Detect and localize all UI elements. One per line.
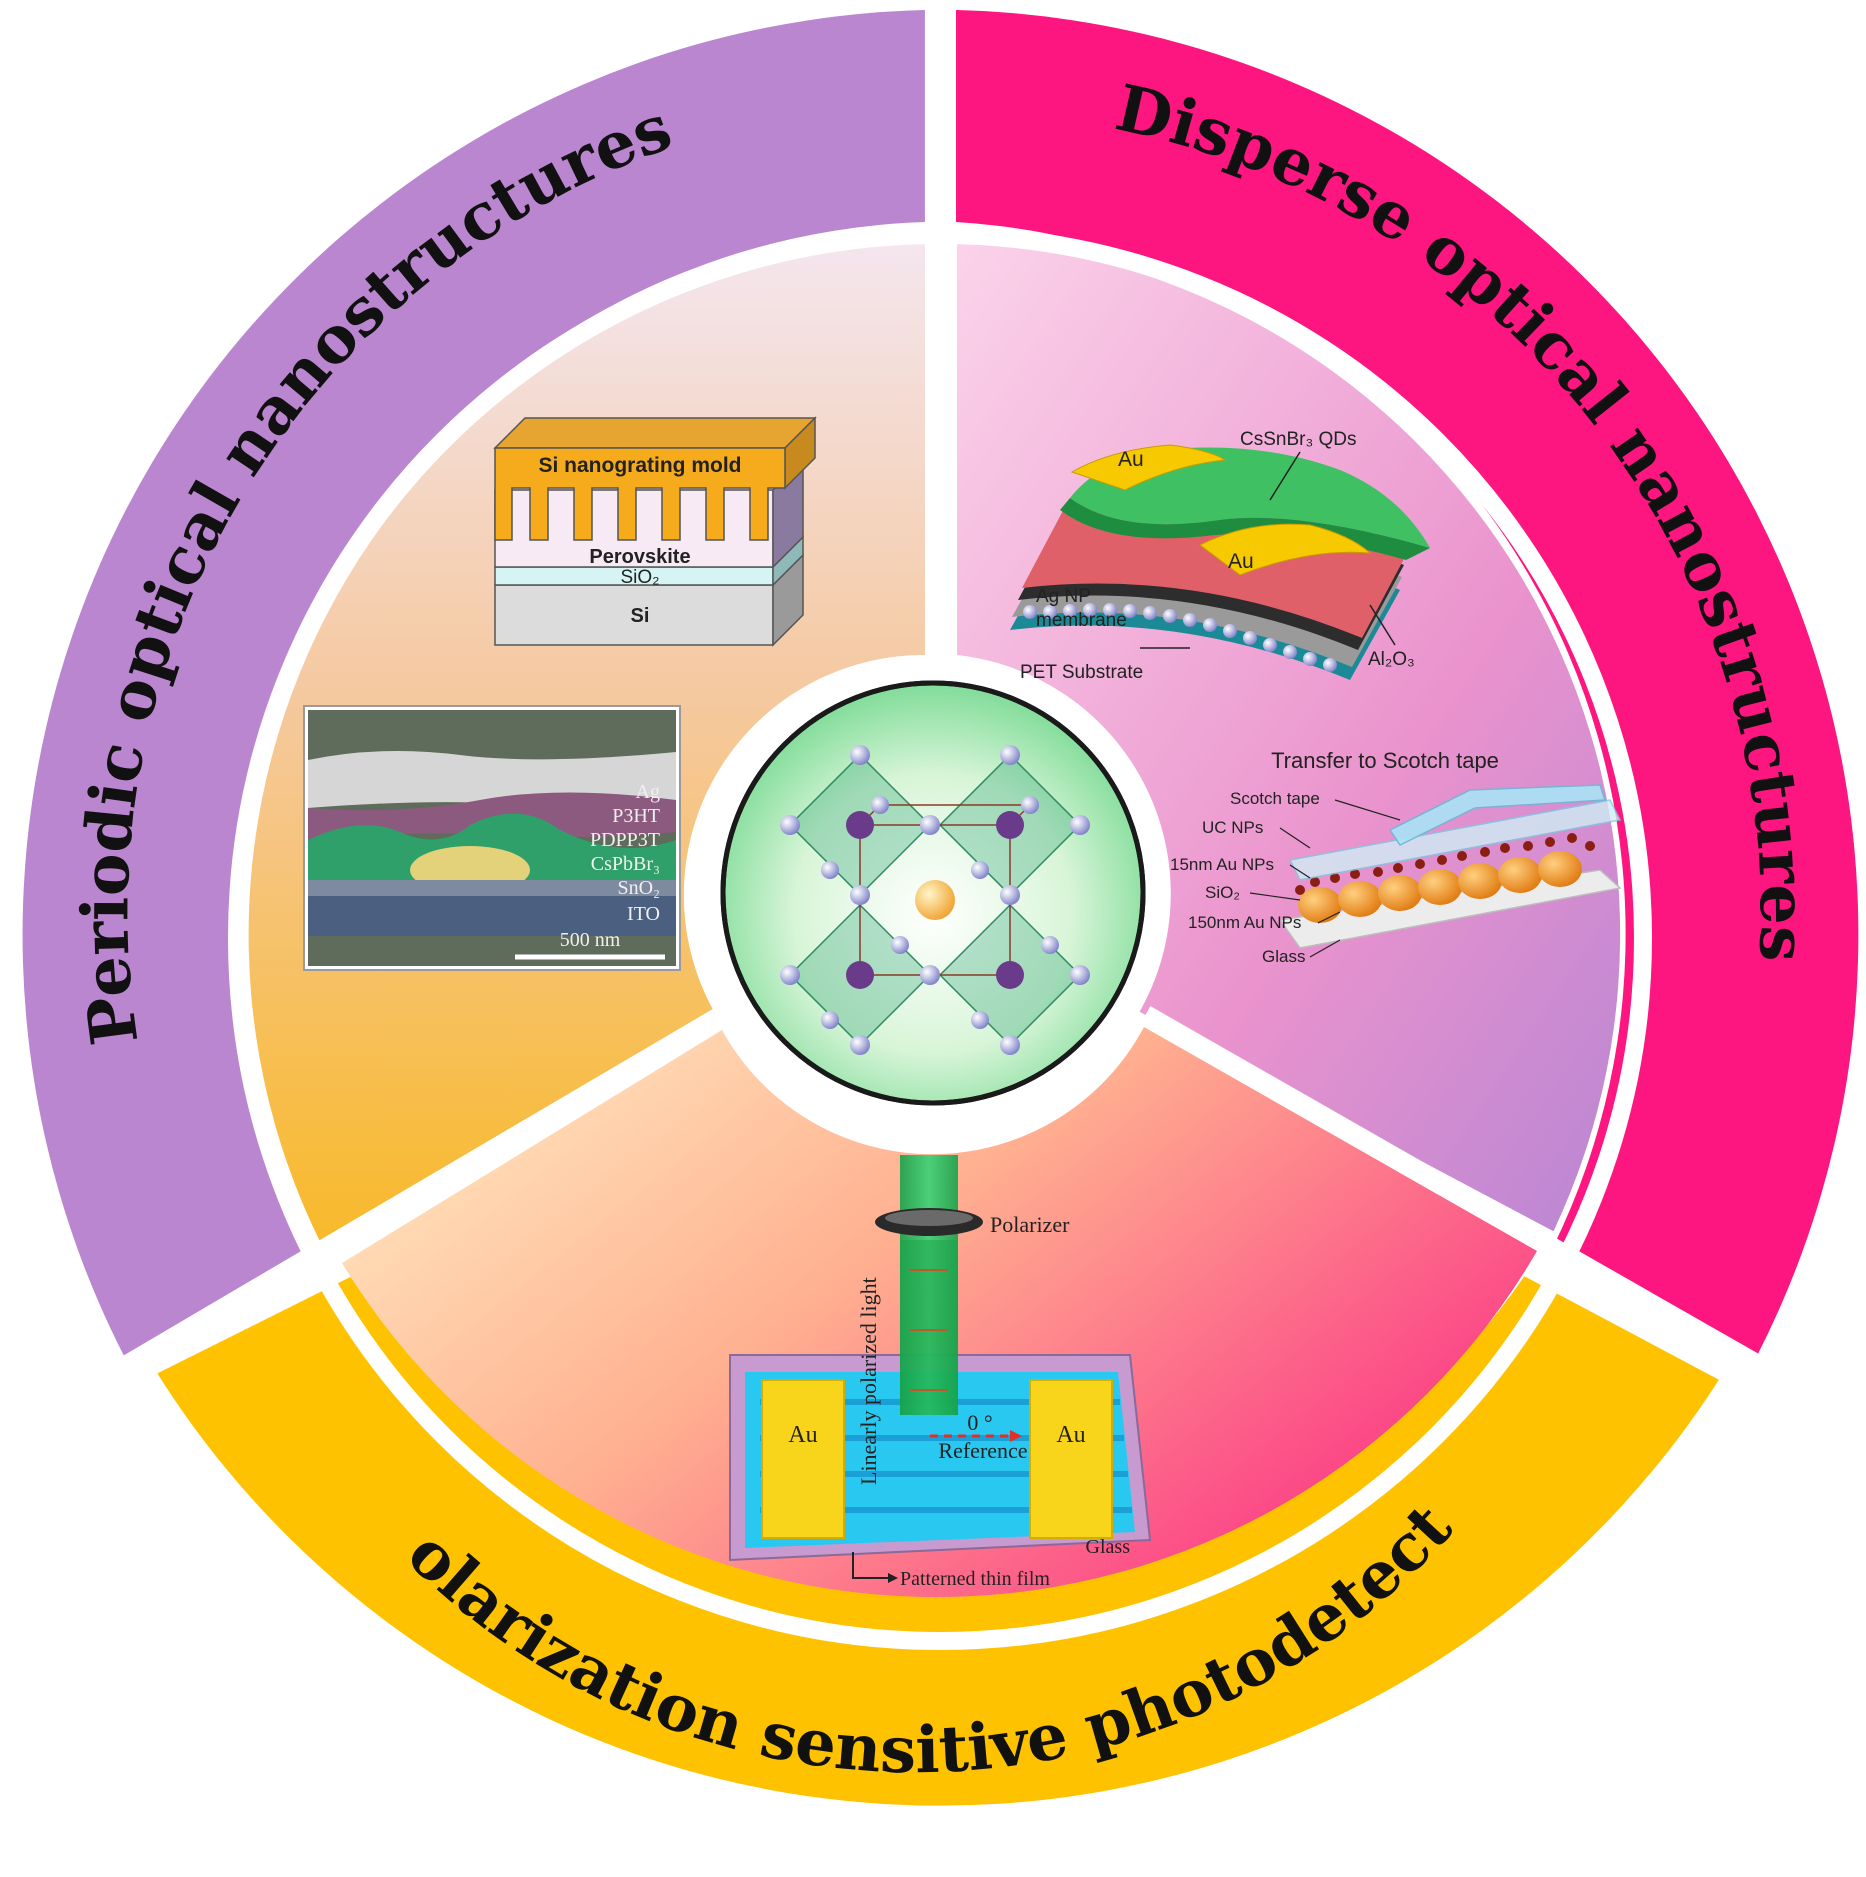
disperse-panel: Au Au CsSnBr₃ QDs Ag NP membrane PET Sub… [1010, 429, 1622, 966]
al2o3-leader [1369, 604, 1396, 646]
sem-label-pdpp3t: PDPP3T [590, 829, 660, 851]
sem-ito-layer [308, 896, 676, 936]
polarization-ring-segment [157, 1276, 1719, 1806]
ag-np-label-line2: membrane [1036, 610, 1127, 631]
b-site-atoms [846, 811, 1024, 989]
sem-p3ht-layer [308, 792, 676, 840]
scotch-leader-150nm [1317, 911, 1341, 924]
periodic-panel: Si nanograting mold Perovskite SiO₂ Si A… [303, 416, 817, 971]
scotch-tape-transfer: Transfer to Scotch tape Scotch tape UC N… [1170, 748, 1622, 966]
ring-gap-arcs [228, 226, 1652, 1650]
al2o3-label: Al₂O₃ [1368, 649, 1415, 670]
si-label: Si [631, 605, 650, 627]
sem-scale-label: 500 nm [560, 929, 621, 951]
x-site-atoms [780, 745, 1090, 1055]
polarization-arrows [910, 1269, 948, 1391]
cssnbr3-label: CsSnBr₃ QDs [1240, 429, 1356, 450]
scotch-leader-uc [1279, 827, 1311, 849]
sio2-label: SiO₂ [620, 567, 659, 588]
beam-lower [900, 1240, 958, 1415]
au-label-bottom: Au [1228, 550, 1254, 573]
sem-sno2-layer [308, 880, 676, 896]
scotch-label-15nm: 15nm Au NPs [1170, 855, 1274, 874]
sem-label-p3ht: P3HT [612, 805, 660, 827]
perovskite-label: Perovskite [589, 546, 690, 568]
polarizer-glass [885, 1210, 973, 1226]
scotch-label-150nm: 150nm Au NPs [1188, 913, 1301, 932]
scotch-label-uc: UC NPs [1202, 818, 1263, 837]
center-outline [720, 680, 1146, 1106]
ag-np-spheres [1023, 603, 1337, 672]
polarization-panel: Au Au Polarizer 0 ° Reference Linearly p… [729, 1155, 1152, 1590]
pet-label: PET Substrate [1020, 662, 1143, 683]
a-site-cation [915, 880, 955, 920]
linear-light-label: Linearly polarized light [856, 1277, 881, 1485]
reference-label: Reference [938, 1438, 1027, 1463]
sem-label-cspbbr3: CsPbBr₃ [591, 853, 660, 875]
polarizer-label: Polarizer [990, 1212, 1070, 1237]
perovskite-crystal-structure [780, 745, 1090, 1055]
flexible-photodetector-device: Au Au CsSnBr₃ QDs Ag NP membrane PET Sub… [1010, 429, 1430, 683]
sem-cross-section: Ag P3HT PDPP3T CsPbBr₃ SnO₂ ITO 500 nm [303, 705, 681, 971]
sector-dividers [115, 0, 1765, 1376]
film-leader-arrowhead [888, 1573, 898, 1583]
glass-label: Glass [1086, 1536, 1131, 1558]
scotch-label-glass: Glass [1262, 947, 1305, 966]
au-electrode-right [1029, 1379, 1113, 1539]
sem-label-ito: ITO [627, 903, 660, 925]
mold-label: Si nanograting mold [539, 454, 742, 477]
scotch-leader-15nm [1289, 864, 1311, 879]
au-electrode-bottom [1199, 523, 1372, 576]
scotch-leader-tape [1334, 799, 1401, 821]
gold-nanoparticle-row [1298, 851, 1582, 923]
angle-label: 0 ° [967, 1410, 992, 1435]
film-label: Patterned thin film [900, 1568, 1050, 1590]
mold-teeth [494, 447, 786, 541]
au-electrode-left [761, 1379, 845, 1539]
reference-arrowhead [1010, 1430, 1022, 1442]
au-electrode-top [1070, 444, 1227, 491]
scotch-title: Transfer to Scotch tape [1271, 748, 1499, 773]
sem-label-sno2: SnO₂ [617, 877, 660, 899]
nanograting-mold-device: Si nanograting mold Perovskite SiO₂ Si [493, 416, 817, 647]
au-label-right: Au [1056, 1422, 1085, 1448]
scotch-leader-sio2 [1249, 892, 1301, 901]
au-label-left: Au [788, 1422, 817, 1448]
small-au-nanoparticles [1295, 833, 1595, 895]
scotch-leader-glass [1309, 939, 1341, 958]
sem-pdpp3t-layer [308, 813, 676, 880]
sem-label-ag: Ag [636, 781, 660, 803]
mold-top [493, 417, 817, 449]
scotch-label-sio2: SiO₂ [1205, 883, 1240, 902]
scotch-label-tape: Scotch tape [1230, 789, 1320, 808]
ag-np-label-line1: Ag NP [1036, 586, 1091, 607]
au-label-top: Au [1118, 448, 1144, 471]
cssnbr3-leader [1269, 451, 1301, 501]
periodic-ring-segment [22, 10, 925, 1356]
film-leader [852, 1552, 890, 1579]
scotch-tape-peel [1388, 784, 1607, 846]
